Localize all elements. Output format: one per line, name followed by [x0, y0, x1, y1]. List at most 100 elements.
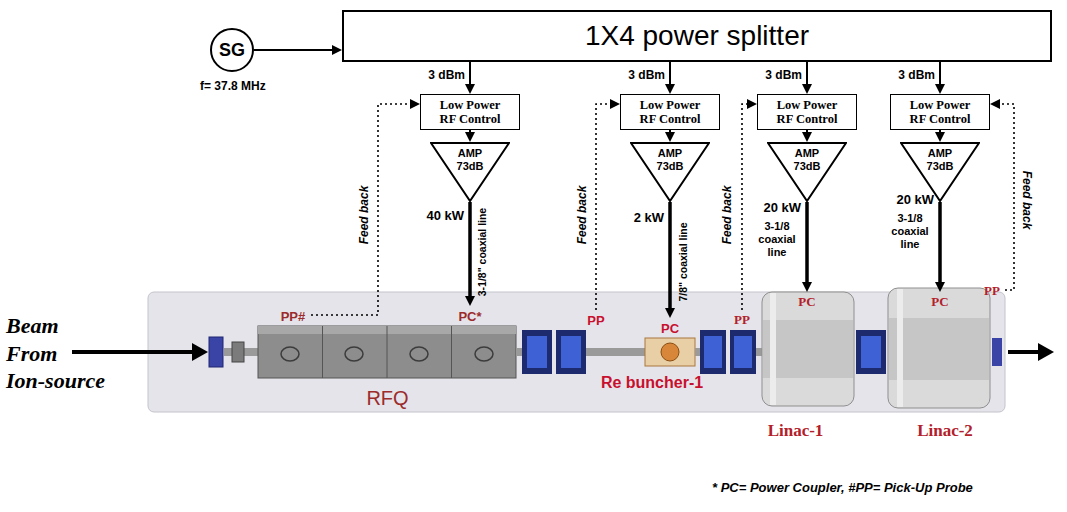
beamline-panel — [148, 292, 1005, 412]
linac-cavity — [762, 292, 854, 406]
feedback-label: Feed back — [575, 186, 589, 245]
rfq-body — [258, 326, 516, 378]
power-coupler-tag: PC* — [454, 306, 486, 324]
node-label: RFQ — [255, 387, 520, 410]
node-label: Linac-1 — [728, 421, 863, 441]
linac-section: Linac-1 PP PC — [728, 283, 863, 441]
node-label: AMP 73dB — [922, 147, 958, 172]
rfq-section-line — [451, 326, 452, 378]
pickup-probe-tag: PP — [583, 310, 609, 328]
rebuncher-port — [661, 343, 679, 361]
quadrupole-core — [861, 336, 881, 368]
feedback-line — [596, 104, 616, 310]
beam-pipe — [756, 348, 762, 356]
input-level-label: 3 dBm — [428, 68, 465, 82]
rfq-section-line — [322, 326, 323, 378]
input-level-label: 3 dBm — [765, 68, 802, 82]
quadrupole-magnet — [556, 330, 586, 374]
rfq-section: RFQ PP# PC* — [255, 300, 520, 410]
node-label: Linac-2 — [884, 421, 1006, 441]
quadrupole-magnet — [730, 330, 756, 374]
signal-arrow — [669, 62, 671, 90]
coaxial-line-label: 3-1/8 coaxial line — [886, 212, 934, 252]
rf-control-box: Low Power RF Control — [620, 94, 720, 130]
rfq-port — [345, 347, 363, 361]
node-label: PC — [656, 321, 684, 336]
input-level-label: 3 dBm — [898, 68, 935, 82]
node-label: PP — [583, 313, 609, 328]
feedback-label: Feed back — [357, 186, 371, 245]
linac-section: Linac-2 PC PP — [884, 280, 1006, 441]
beam-input-label: Beam From Ion-source — [6, 312, 126, 395]
frequency-label: f= 37.8 MHz — [200, 79, 266, 93]
linac-band — [763, 320, 853, 378]
quadrupole-magnet — [522, 330, 552, 374]
beam-in-head — [192, 343, 208, 361]
quadrupole-core — [527, 336, 547, 368]
node-label: PP — [729, 312, 755, 328]
node-label: Low Power RF Control — [435, 98, 505, 127]
signal-generator: SG — [210, 28, 254, 72]
signal-arrow — [254, 49, 338, 51]
amplifier-triangle-shape — [431, 143, 509, 201]
signal-arrow — [806, 62, 808, 90]
linac-highlight — [897, 289, 903, 407]
feedback-label: Feed back — [720, 186, 734, 245]
power-label: 20 kW — [763, 200, 801, 215]
signal-arrow — [469, 62, 471, 90]
signal-arrow — [805, 202, 809, 288]
node-label: PC — [793, 294, 821, 310]
quadrupole-magnet — [856, 330, 886, 374]
entrance-flange — [209, 337, 223, 367]
amplifier-triangle-shape — [768, 143, 846, 201]
power-coupler-tag: PC — [793, 292, 821, 310]
rebuncher-section: Re buncher-1 PP PC — [582, 300, 722, 392]
linac-band — [889, 318, 989, 380]
quadrupole-core — [561, 336, 581, 368]
node-label: AMP 73dB — [652, 147, 688, 172]
beam-pipe — [586, 348, 645, 356]
beam-out-arrow — [1008, 350, 1040, 354]
node-label: Low Power RF Control — [635, 98, 705, 127]
amplifier-triangle: AMP 73dB — [630, 142, 710, 202]
beam-pipe — [695, 348, 700, 356]
node-label: PP# — [275, 309, 311, 324]
beam-pipe — [516, 348, 522, 356]
signal-arrow — [806, 130, 808, 138]
signal-arrow — [938, 202, 942, 288]
pickup-probe-tag: PP# — [275, 306, 311, 324]
rfq-section-line — [387, 326, 388, 378]
node-label: Low Power RF Control — [905, 98, 975, 127]
input-level-label: 3 dBm — [628, 68, 665, 82]
quadrupole-core — [734, 336, 752, 368]
power-label: 40 kW — [426, 208, 464, 223]
coaxial-line-label: 3-1/8 coaxial line — [753, 220, 801, 260]
signal-arrow — [669, 130, 671, 138]
node-label: SG — [219, 40, 245, 61]
footnote: * PC= Power Coupler, #PP= Pick-Up Probe — [712, 480, 973, 495]
rfq-port — [475, 347, 493, 361]
power-splitter: 1X4 power splitter — [342, 10, 1052, 62]
rfq-port — [281, 347, 299, 361]
node-label: AMP 73dB — [452, 147, 488, 172]
amplifier-triangle: AMP 73dB — [430, 142, 510, 202]
beam-out-head — [1038, 343, 1054, 361]
feedback-line — [742, 104, 753, 310]
node-label: 1X4 power splitter — [585, 20, 809, 52]
node-label: PP — [979, 283, 1005, 299]
node-label: AMP 73dB — [789, 147, 825, 172]
power-label: 2 kW — [634, 210, 664, 225]
quadrupole-magnet — [700, 330, 726, 374]
beam-in-arrow — [72, 350, 194, 354]
feedback-label: Feed back — [1020, 171, 1034, 230]
quadrupole-core — [704, 336, 722, 368]
signal-arrow — [939, 62, 941, 90]
signal-arrow — [468, 202, 472, 302]
node-label: PC — [926, 294, 954, 310]
valve — [232, 342, 244, 362]
linac-cavity — [888, 288, 990, 408]
feedback-line — [994, 104, 1014, 290]
node-label: Re buncher-1 — [582, 374, 722, 392]
linac-highlight — [770, 293, 776, 405]
node-label: Low Power RF Control — [772, 98, 842, 127]
